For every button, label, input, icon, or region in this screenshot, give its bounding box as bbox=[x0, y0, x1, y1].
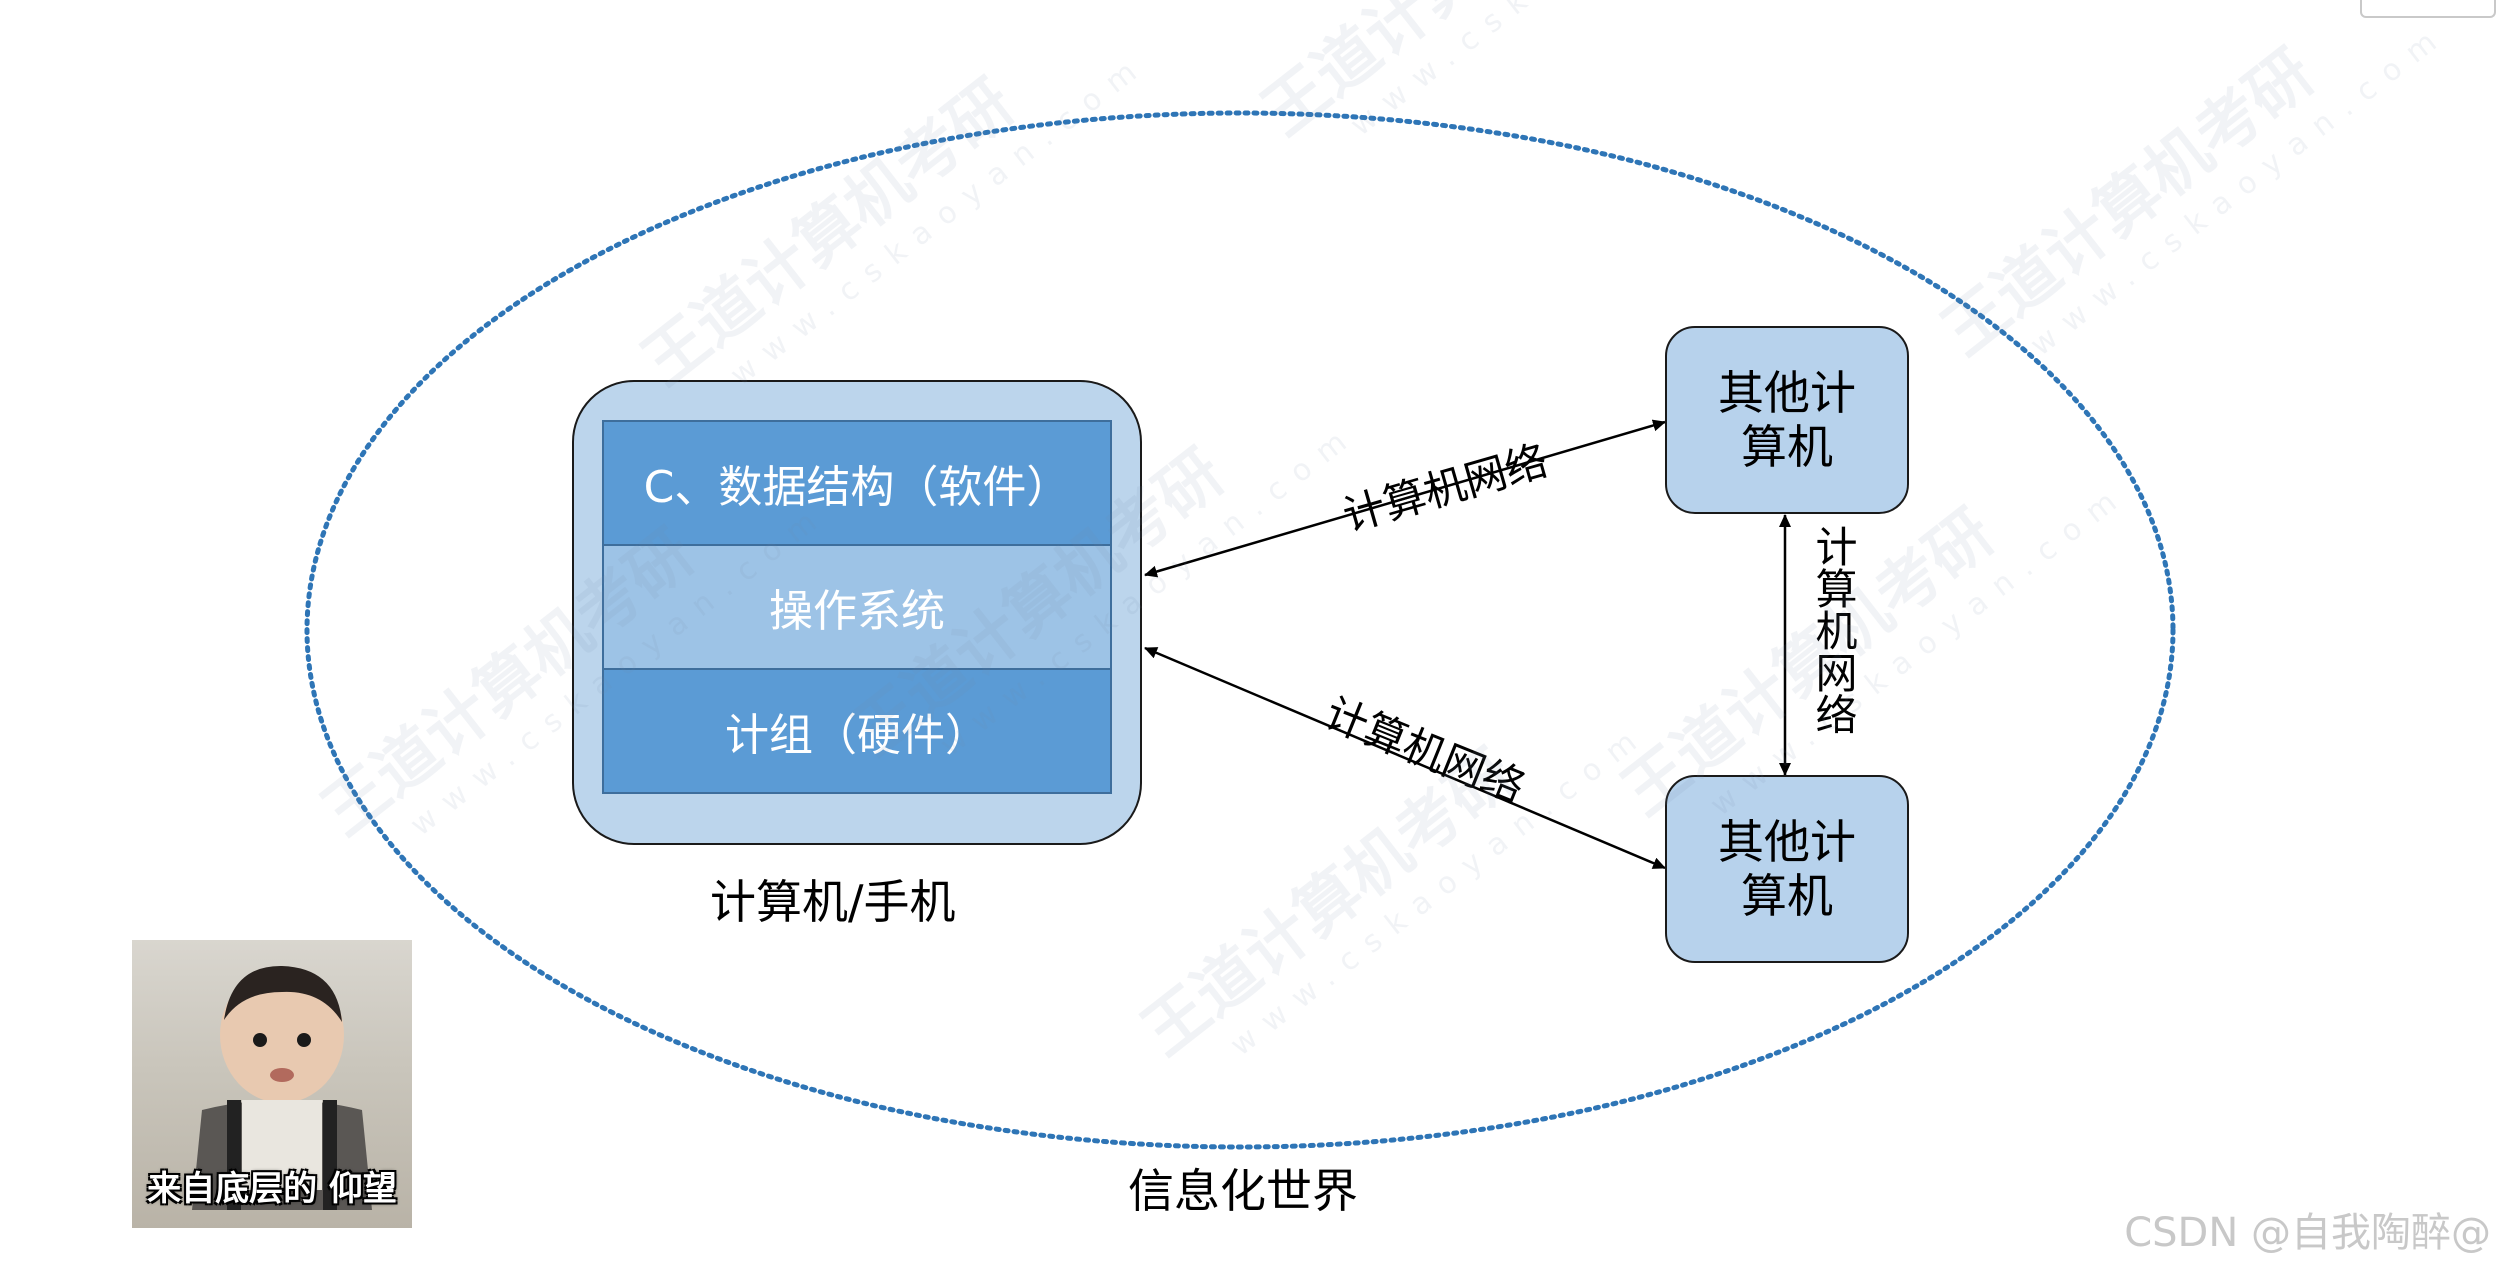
other-computer-top: 其他计 算机 bbox=[1665, 326, 1909, 514]
world-label: 信息化世界 bbox=[1128, 1164, 1358, 1218]
csdn-credit: CSDN @自我陶醉@ bbox=[2124, 1210, 2491, 1256]
other-computer-top-line2: 算机 bbox=[1741, 420, 1833, 474]
other-computer-bottom: 其他计 算机 bbox=[1665, 775, 1909, 963]
network-label-vertical: 计算机网络 bbox=[1809, 525, 1858, 735]
layer-os: 操作系统 bbox=[602, 544, 1112, 670]
layer-software: C、数据结构（软件） bbox=[602, 420, 1112, 546]
computer-label: 计算机/手机 bbox=[710, 875, 956, 929]
arrow-computer-to-top bbox=[1144, 419, 1666, 578]
other-computer-bottom-line2: 算机 bbox=[1741, 869, 1833, 923]
toddler-illustration bbox=[192, 965, 372, 1210]
corner-widget bbox=[2360, 0, 2496, 18]
meme-image: 来自底层的 仰望 bbox=[132, 940, 412, 1228]
layer-hardware: 计组（硬件） bbox=[602, 668, 1112, 794]
meme-caption: 来自底层的 仰望 bbox=[147, 1169, 397, 1209]
other-computer-bottom-line1: 其他计 bbox=[1718, 815, 1856, 869]
arrow-computer-to-bottom bbox=[1144, 646, 1666, 870]
other-computer-top-line1: 其他计 bbox=[1718, 366, 1856, 420]
world-ellipse bbox=[304, 110, 2176, 1150]
